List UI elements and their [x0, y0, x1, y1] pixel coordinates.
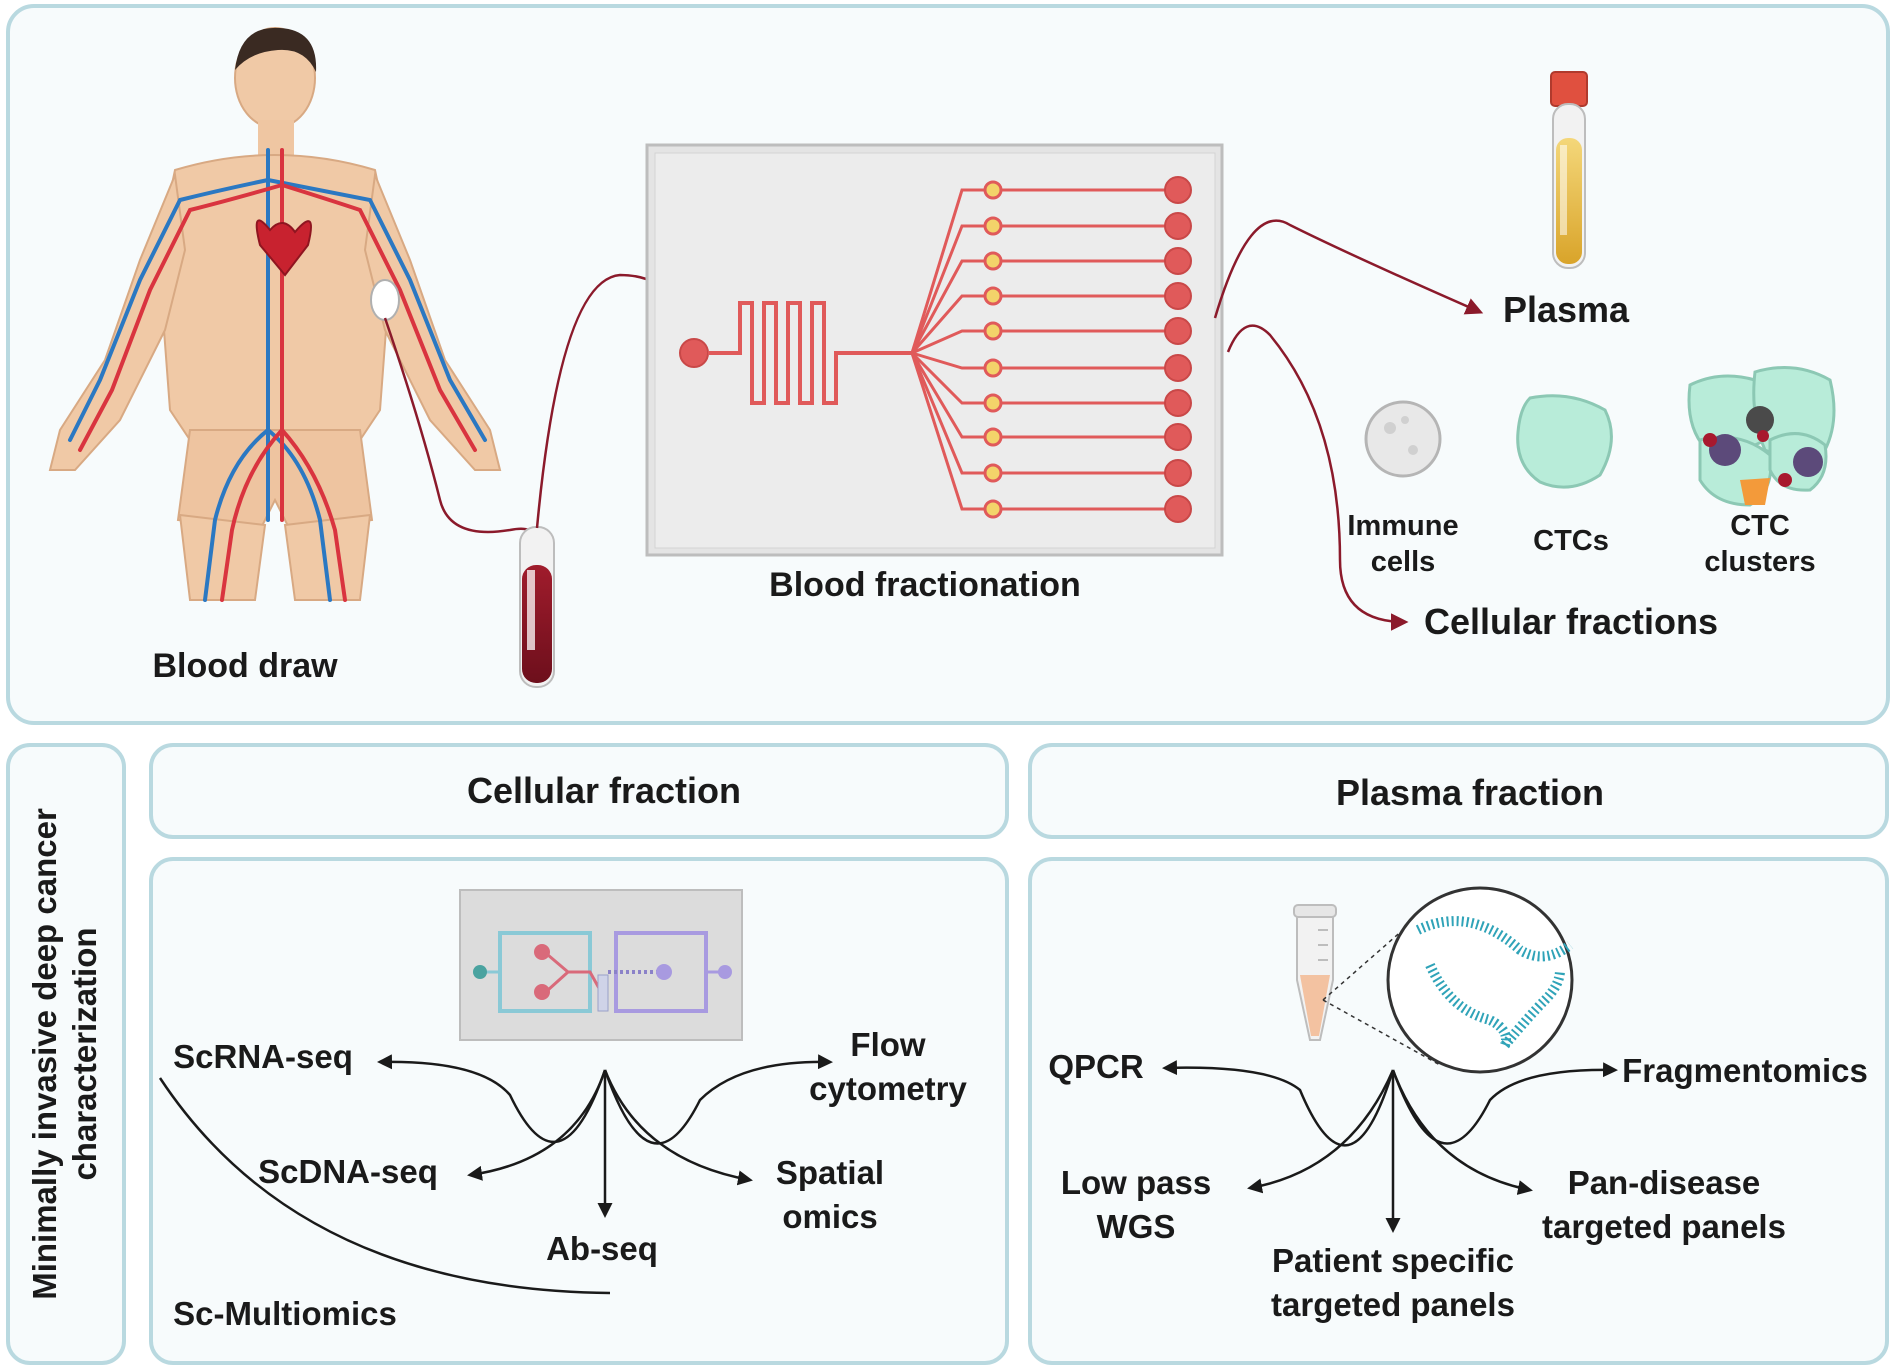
patient-specific-label-1: Patient specific — [1272, 1242, 1514, 1279]
side-title-line1: Minimally invasive deep cancer — [26, 808, 63, 1300]
ctcs-label: CTCs — [1533, 525, 1609, 557]
plasma-label: Plasma — [1503, 289, 1630, 330]
cellular-arrows — [158, 1054, 833, 1295]
blood-tube-icon — [519, 526, 555, 688]
plasma-arrows — [1162, 1060, 1618, 1233]
plasma-tube-icon — [1550, 71, 1588, 269]
qpcr-label: QPCR — [1048, 1048, 1144, 1085]
ctc-icon — [1516, 394, 1613, 489]
scrna-seq-label: ScRNA-seq — [173, 1038, 353, 1075]
patient-specific-label-2: targeted panels — [1271, 1286, 1515, 1323]
immune-cell-icon — [1364, 400, 1442, 478]
side-panel — [6, 743, 126, 1365]
abseq-label: Ab-seq — [546, 1230, 658, 1267]
pan-disease-label-2: targeted panels — [1542, 1208, 1786, 1245]
low-pass-wgs-label-1: Low pass — [1061, 1164, 1211, 1201]
plasma-body-box — [1028, 857, 1889, 1365]
fragmentomics-label: Fragmentomics — [1622, 1052, 1868, 1089]
immune-cells-label-1: Immune — [1347, 510, 1458, 542]
single-cell-chip-icon — [459, 889, 743, 1041]
cellular-body-box — [149, 857, 1009, 1365]
immune-cells-label-2: cells — [1371, 546, 1436, 578]
eppendorf-tube-icon — [1293, 904, 1337, 1041]
arrow-chip-to-plasma — [1213, 219, 1484, 319]
blood-draw-label: Blood draw — [152, 647, 338, 685]
scdna-seq-label: ScDNA-seq — [258, 1153, 438, 1190]
arrow-chip-to-cells — [1226, 324, 1409, 631]
microfluidic-chip-icon — [645, 143, 1224, 557]
spatial-omics-label-1: Spatial — [776, 1154, 884, 1191]
ctc-clusters-label-1: CTC — [1730, 510, 1790, 542]
low-pass-wgs-label-2: WGS — [1097, 1208, 1176, 1245]
draw-tubing — [383, 317, 537, 541]
flow-cytometry-label-2: cytometry — [809, 1070, 967, 1107]
cellular-header: Cellular fraction — [467, 770, 741, 811]
pan-disease-label-1: Pan-disease — [1568, 1164, 1761, 1201]
spatial-omics-label-2: omics — [782, 1198, 877, 1235]
blood-fractionation-label: Blood fractionation — [769, 566, 1081, 604]
plasma-header-box — [1028, 743, 1889, 839]
cellular-fractions-label: Cellular fractions — [1424, 601, 1718, 642]
flow-cytometry-label-1: Flow — [850, 1026, 925, 1063]
cfdna-zoom-icon — [1322, 886, 1574, 1074]
human-body-icon — [48, 27, 502, 602]
side-title-line2: characterization — [66, 927, 103, 1180]
ctc-cluster-icon — [1687, 366, 1836, 507]
ctc-clusters-label-2: clusters — [1704, 546, 1815, 578]
cellular-header-box — [149, 743, 1009, 839]
sc-multiomics-label: Sc-Multiomics — [173, 1295, 397, 1332]
plasma-header: Plasma fraction — [1336, 772, 1604, 813]
